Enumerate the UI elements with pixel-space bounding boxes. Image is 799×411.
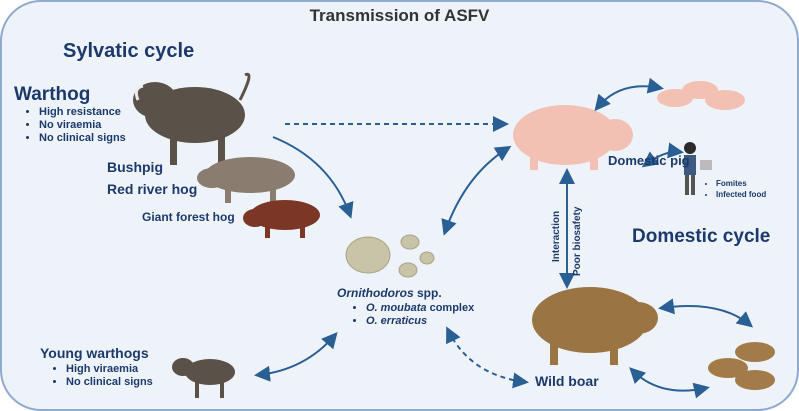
wild-boar-label: Wild boar xyxy=(535,373,599,389)
arrow-boar-piglets-top xyxy=(658,298,754,328)
trait: No clinical signs xyxy=(39,132,126,145)
species: O. erraticus xyxy=(366,315,474,328)
trait: High viraemia xyxy=(66,363,153,376)
sylvatic-cycle-heading: Sylvatic cycle xyxy=(63,40,195,62)
dashed-arrow-ticks-wild-boar xyxy=(446,326,529,389)
domestic-cycle-heading: Domestic cycle xyxy=(632,226,771,247)
ticks-genus: Ornithodoros xyxy=(337,286,414,300)
arrow-young-warthogs-ticks xyxy=(254,331,338,382)
young-warthogs-label: Young warthogs xyxy=(40,345,149,361)
warthog-illustration xyxy=(133,72,251,165)
arrows xyxy=(254,77,754,399)
young-warthogs-traits: High viraemia No clinical signs xyxy=(52,363,153,389)
wild-boar-illustration xyxy=(532,287,658,365)
ticks-suffix: spp. xyxy=(413,286,442,300)
giant-forest-hog-label: Giant forest hog xyxy=(142,210,235,224)
fomites-list: Fomites Infected food xyxy=(702,178,766,200)
arrow-pig-group xyxy=(594,77,664,112)
tick-illustration xyxy=(345,234,435,278)
farmer-illustration xyxy=(684,142,712,195)
giant-forest-hog-illustration xyxy=(243,200,320,238)
trait: High resistance xyxy=(39,106,126,119)
arrow-ticks-pig xyxy=(441,145,512,236)
warthog-traits: High resistance No viraemia No clinical … xyxy=(25,106,126,145)
wild-boar-piglets-illustration xyxy=(708,342,775,390)
species-name: O. moubata xyxy=(366,302,427,314)
arrow-boar-piglets-bottom xyxy=(629,367,710,399)
trait: No clinical signs xyxy=(66,376,153,389)
arrow-sylvatic-to-ticks xyxy=(272,136,354,219)
bushpig-illustration xyxy=(197,157,295,203)
warthog-label: Warthog xyxy=(14,84,91,105)
fomite-item: Fomites xyxy=(716,178,766,189)
domestic-pigs-group-illustration xyxy=(657,81,745,110)
fomite-item: Infected food xyxy=(716,189,766,200)
bushpig-label: Bushpig xyxy=(107,159,163,175)
diagram-title: Transmission of ASFV xyxy=(309,6,490,25)
species-suffix: complex xyxy=(426,302,475,314)
ticks-label: Ornithodoros spp. xyxy=(337,286,442,300)
interaction-label: Interaction xyxy=(551,210,562,262)
red-river-hog-label: Red river hog xyxy=(107,181,198,197)
domestic-pig-illustration xyxy=(513,105,633,170)
poor-biosafety-label: Poor biosafety xyxy=(572,206,583,276)
species-name: O. erraticus xyxy=(366,315,428,327)
young-warthog-illustration xyxy=(172,358,235,398)
trait: No viraemia xyxy=(39,119,126,132)
species: O. moubata complex xyxy=(366,302,474,315)
tick-species: O. moubata complex O. erraticus xyxy=(352,302,474,328)
arrow-pig-farmer xyxy=(641,142,684,168)
domestic-pig-label: Domestic pig xyxy=(608,153,690,168)
